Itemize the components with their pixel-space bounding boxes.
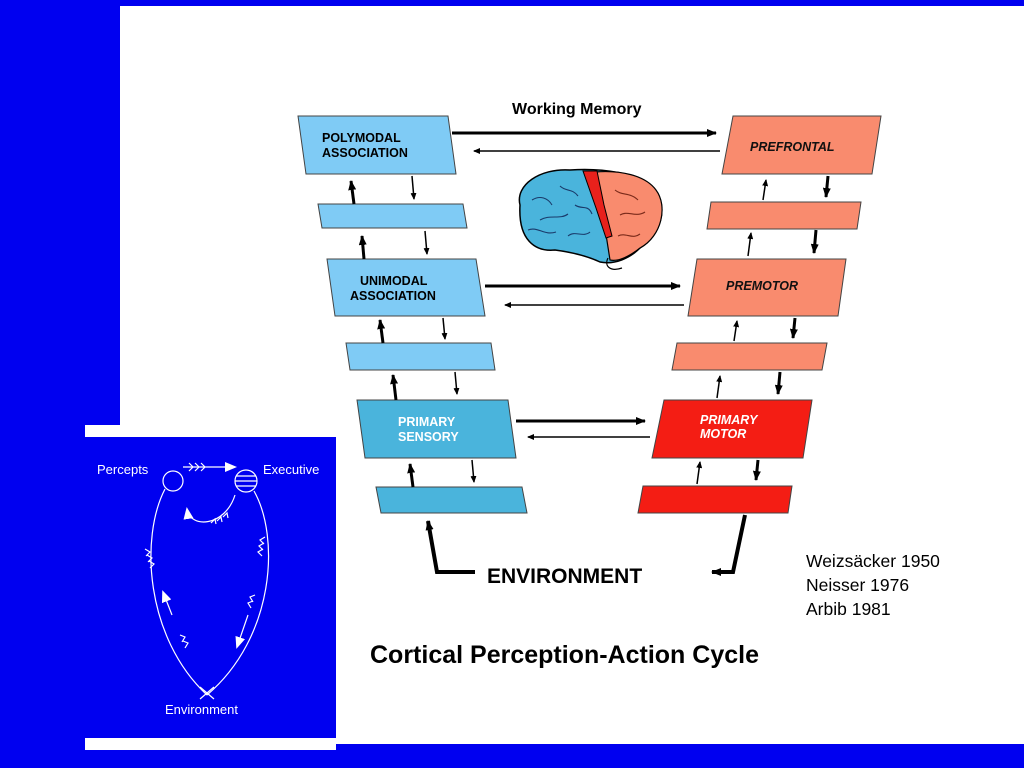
svg-text:PRIMARY: PRIMARY: [700, 413, 759, 427]
relay-box-blue-3: [375, 486, 528, 514]
percepts-label: Percepts: [97, 462, 149, 477]
primary-sensory-box: PRIMARY SENSORY: [356, 399, 517, 459]
inset-cycle-diagram: [144, 462, 270, 700]
premotor-box: PREMOTOR: [687, 258, 847, 317]
reference-item: Arbib 1981: [806, 599, 891, 619]
working-memory-label: Working Memory: [512, 101, 642, 118]
relay-box-blue-2: [345, 342, 496, 371]
svg-text:MOTOR: MOTOR: [700, 427, 746, 441]
svg-text:POLYMODAL: POLYMODAL: [322, 131, 401, 145]
arrow-environment-to-sensory: [425, 520, 475, 574]
inset-panel: [85, 437, 336, 738]
svg-text:PREFRONTAL: PREFRONTAL: [750, 140, 835, 154]
reference-item: Neisser 1976: [806, 575, 910, 595]
arrow-motor-to-environment: [711, 514, 747, 576]
svg-text:UNIMODAL: UNIMODAL: [360, 274, 428, 288]
slide-caption: Cortical Perception-Action Cycle: [370, 641, 759, 669]
primary-motor-box: PRIMARY MOTOR: [651, 399, 813, 459]
brain-illustration: [518, 168, 663, 270]
svg-text:ASSOCIATION: ASSOCIATION: [322, 146, 408, 160]
outer-loop-right: [206, 490, 270, 696]
polymodal-association-box: POLYMODAL ASSOCIATION: [297, 115, 457, 175]
executive-node-stripes: [235, 475, 257, 487]
executive-to-percepts-arc: [183, 494, 236, 523]
executive-label: Executive: [263, 462, 320, 477]
references: Weizsäcker 1950 Neisser 1976 Arbib 1981: [806, 549, 940, 621]
svg-text:PREMOTOR: PREMOTOR: [726, 279, 798, 293]
outer-loop-left: [150, 488, 208, 696]
svg-text:SENSORY: SENSORY: [398, 430, 459, 444]
relay-box-salmon-1: [706, 201, 862, 230]
relay-box-salmon-2: [671, 342, 828, 371]
percepts-node: [162, 470, 184, 492]
relay-box-red: [637, 485, 793, 514]
right-column-vertical-arrows: [696, 175, 831, 485]
relay-box-blue-1: [317, 203, 468, 229]
svg-text:PRIMARY: PRIMARY: [398, 415, 456, 429]
environment-label: ENVIRONMENT: [487, 565, 642, 588]
environment-inset-label: Environment: [165, 702, 238, 717]
prefrontal-box: PREFRONTAL: [721, 115, 882, 175]
reference-item: Weizsäcker 1950: [806, 551, 940, 571]
unimodal-association-box: UNIMODAL ASSOCIATION: [326, 258, 486, 317]
left-column-vertical-arrows: [348, 175, 477, 488]
svg-text:ASSOCIATION: ASSOCIATION: [350, 289, 436, 303]
up-arrow-left: [161, 590, 173, 616]
down-arrow-right: [235, 614, 249, 649]
